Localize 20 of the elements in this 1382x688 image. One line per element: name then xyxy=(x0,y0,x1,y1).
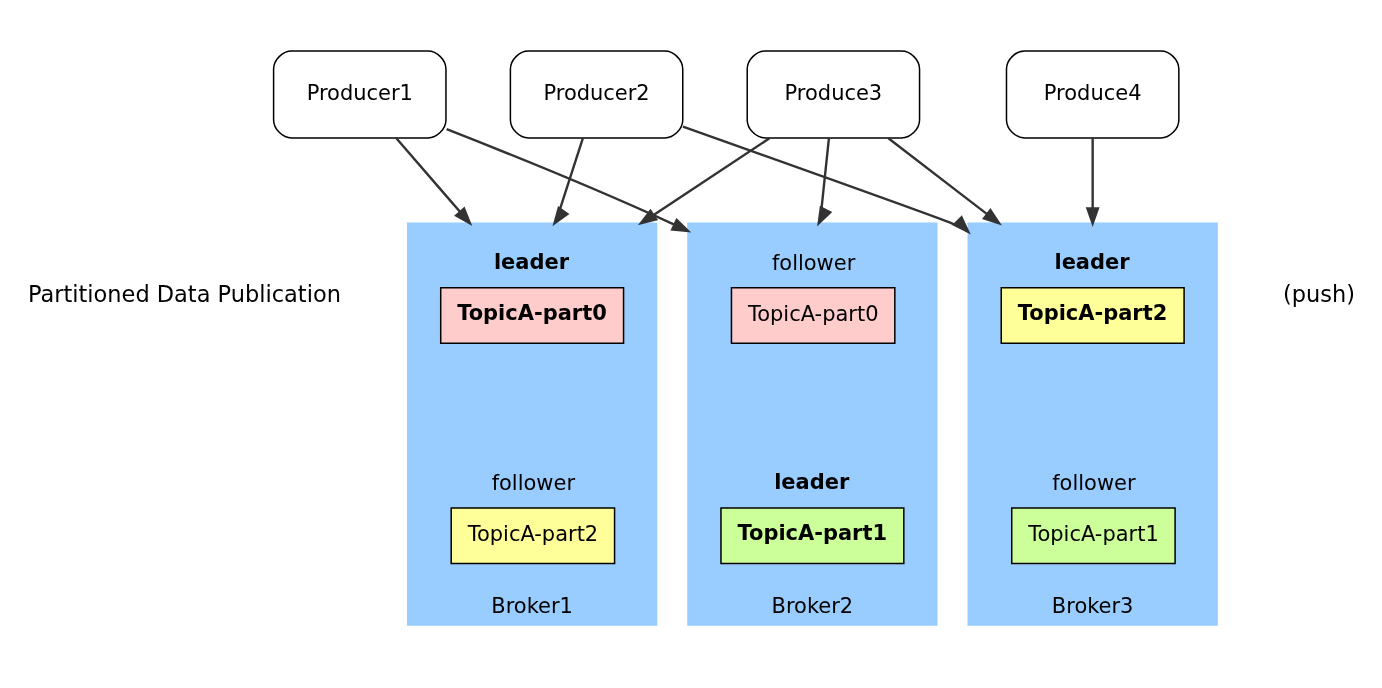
node-box: Produce4 xyxy=(1005,50,1180,139)
node-label: leader xyxy=(1054,249,1130,274)
arrow xyxy=(395,137,473,227)
arrow xyxy=(817,138,833,227)
arrow xyxy=(887,137,1002,226)
node-box: Producer2 xyxy=(509,50,684,139)
arrow xyxy=(446,128,692,233)
arrow xyxy=(552,137,585,227)
node-box: Producer1 xyxy=(272,50,447,139)
arrow xyxy=(1085,138,1100,227)
node-label: leader xyxy=(493,249,570,274)
node-label: leader xyxy=(774,469,850,494)
arrow xyxy=(637,137,771,226)
node-box: Produce3 xyxy=(746,50,921,139)
node-label: follower xyxy=(1052,471,1136,496)
node-label: follower xyxy=(491,471,576,496)
arrow xyxy=(682,125,971,235)
label: (push) xyxy=(1282,281,1355,308)
node-label: follower xyxy=(771,251,856,276)
label: Partitioned Data Publication xyxy=(27,281,341,308)
